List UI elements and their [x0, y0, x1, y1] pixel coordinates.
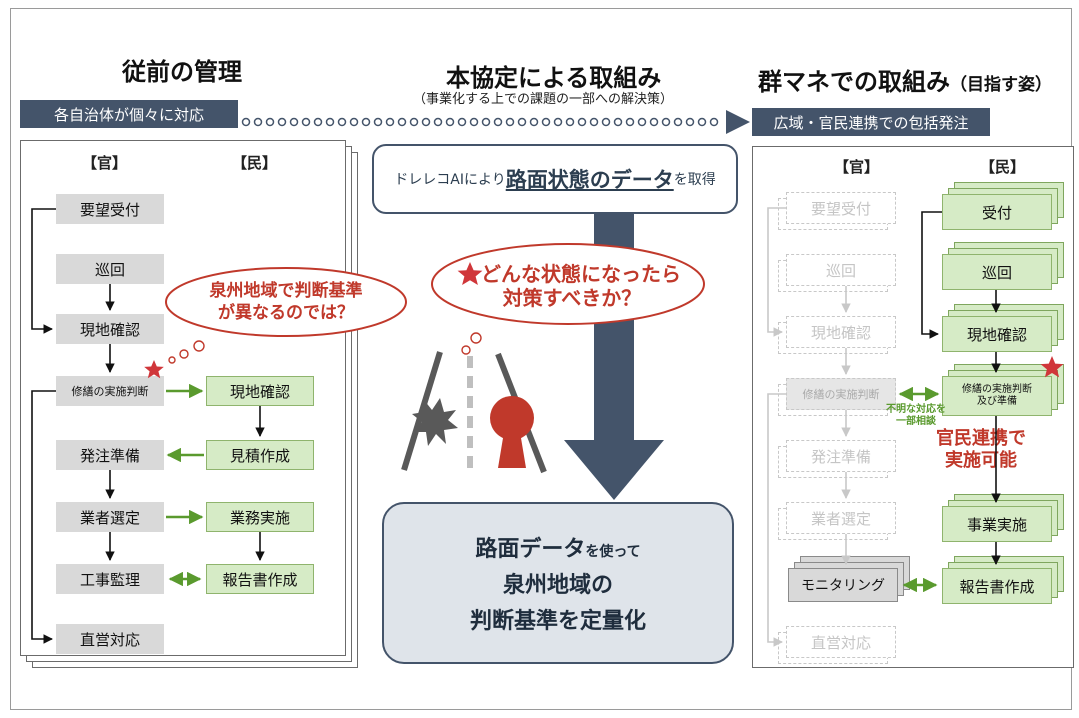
right-banner: 広域・官民連携での包括発注	[752, 108, 990, 136]
left-step-judge: 修繕の実施判断	[56, 376, 164, 406]
consult-l2: 一部相談	[896, 416, 936, 427]
bottom-line2: 泉州地域の	[502, 573, 613, 598]
left-col-min: 【民】	[232, 154, 278, 172]
right-min-work: 事業実施	[942, 506, 1052, 542]
center-callout-l2: 対策すべきか？	[502, 286, 642, 310]
left-flow-arrows	[31, 208, 265, 644]
left-min-estimate: 見積作成	[206, 440, 314, 470]
right-ghost-arrows	[767, 207, 851, 647]
right-min-request: 受付	[942, 194, 1052, 230]
right-min-report: 報告書作成	[942, 568, 1052, 604]
left-step-select: 業者選定	[56, 502, 164, 532]
left-title: 従前の管理	[122, 58, 242, 86]
right-col-kan: 【官】	[834, 158, 880, 176]
left-cloud-text: 泉州地域で判断基準 が異なるのでは？	[168, 280, 404, 324]
bottom-line3: 判断基準を定量化	[469, 609, 646, 634]
center-cloud	[431, 243, 705, 325]
right-title-paren: （目指す姿）	[950, 75, 1052, 95]
left-step-direct: 直営対応	[56, 624, 164, 654]
left-step-inspect: 現地確認	[56, 314, 164, 344]
right-col-min: 【民】	[980, 158, 1026, 176]
right-ghost-patrol: 巡回	[786, 254, 896, 286]
right-green-arrows	[898, 386, 940, 593]
right-star-icon	[1040, 356, 1064, 378]
right-ghost-inspect: 現地確認	[786, 316, 896, 348]
right-ghost-select: 業者選定	[786, 502, 896, 534]
left-min-inspect: 現地確認	[206, 376, 314, 406]
right-monitoring: モニタリング	[788, 568, 898, 602]
bottom-suffix: を使って	[585, 544, 641, 560]
left-cloud	[165, 267, 407, 337]
center-star-icon	[457, 262, 483, 285]
dotted-connector	[241, 110, 750, 134]
left-min-report: 報告書作成	[206, 564, 314, 594]
left-star-icon	[144, 360, 164, 379]
right-title-main: 群マネでの取組み	[758, 68, 950, 96]
center-top-box: ドレレコAIにより路面状態のデータを取得	[372, 144, 738, 214]
right-min-patrol: 巡回	[942, 254, 1052, 290]
collab-l1: 官民連携で	[936, 428, 1026, 449]
right-title: 群マネでの取組み（目指す姿）	[758, 62, 1052, 97]
right-min-judge-l2: 及び準備	[977, 396, 1017, 407]
collab-l2: 実施可能	[945, 450, 1017, 471]
left-step-supervise: 工事監理	[56, 564, 164, 594]
right-collab-note: 官民連携で 実施可能	[926, 428, 1036, 472]
right-min-judge: 修繕の実施判断 及び準備	[942, 376, 1052, 416]
center-callout-l1: どんな状態になったら	[481, 262, 681, 286]
center-subtitle: （事業化する上での課題の一部への解決策）	[413, 92, 674, 107]
top-prefix: ドレレコAIにより	[394, 172, 506, 188]
bottom-emphasis: 路面データ	[475, 537, 586, 562]
left-callout-l2: が異なるのでは？	[218, 303, 354, 323]
big-down-arrow	[564, 214, 664, 500]
left-col-kan: 【官】	[82, 154, 128, 172]
right-min-arrows	[921, 211, 1001, 565]
right-ghost-judge: 修繕の実施判断	[786, 378, 896, 410]
left-step-patrol: 巡回	[56, 254, 164, 284]
right-consult-note: 不明な対応を 一部相談	[880, 404, 952, 428]
right-min-inspect: 現地確認	[942, 316, 1052, 352]
road-illustration	[401, 351, 547, 474]
center-title: 本協定による取組み	[446, 64, 662, 92]
left-step-prep: 発注準備	[56, 440, 164, 470]
top-emphasis: 路面状態のデータ	[505, 168, 674, 192]
right-ghost-direct: 直営対応	[786, 626, 896, 658]
left-callout-l1: 泉州地域で判断基準	[209, 281, 363, 301]
right-min-judge-l1: 修繕の実施判断	[962, 384, 1032, 395]
left-green-arrows	[166, 383, 204, 587]
right-ghost-prep: 発注準備	[786, 440, 896, 472]
center-cloud-text: どんな状態になったら 対策すべきか？	[448, 262, 696, 310]
right-ghost-request: 要望受付	[786, 192, 896, 224]
top-suffix: を取得	[673, 172, 716, 188]
left-min-work: 業務実施	[206, 502, 314, 532]
left-step-request: 要望受付	[56, 194, 164, 224]
center-bottom-box: 路面データを使って 泉州地域の 判断基準を定量化	[382, 502, 734, 664]
left-banner: 各自治体が個々に対応	[20, 100, 238, 128]
consult-l1: 不明な対応を	[886, 404, 946, 415]
